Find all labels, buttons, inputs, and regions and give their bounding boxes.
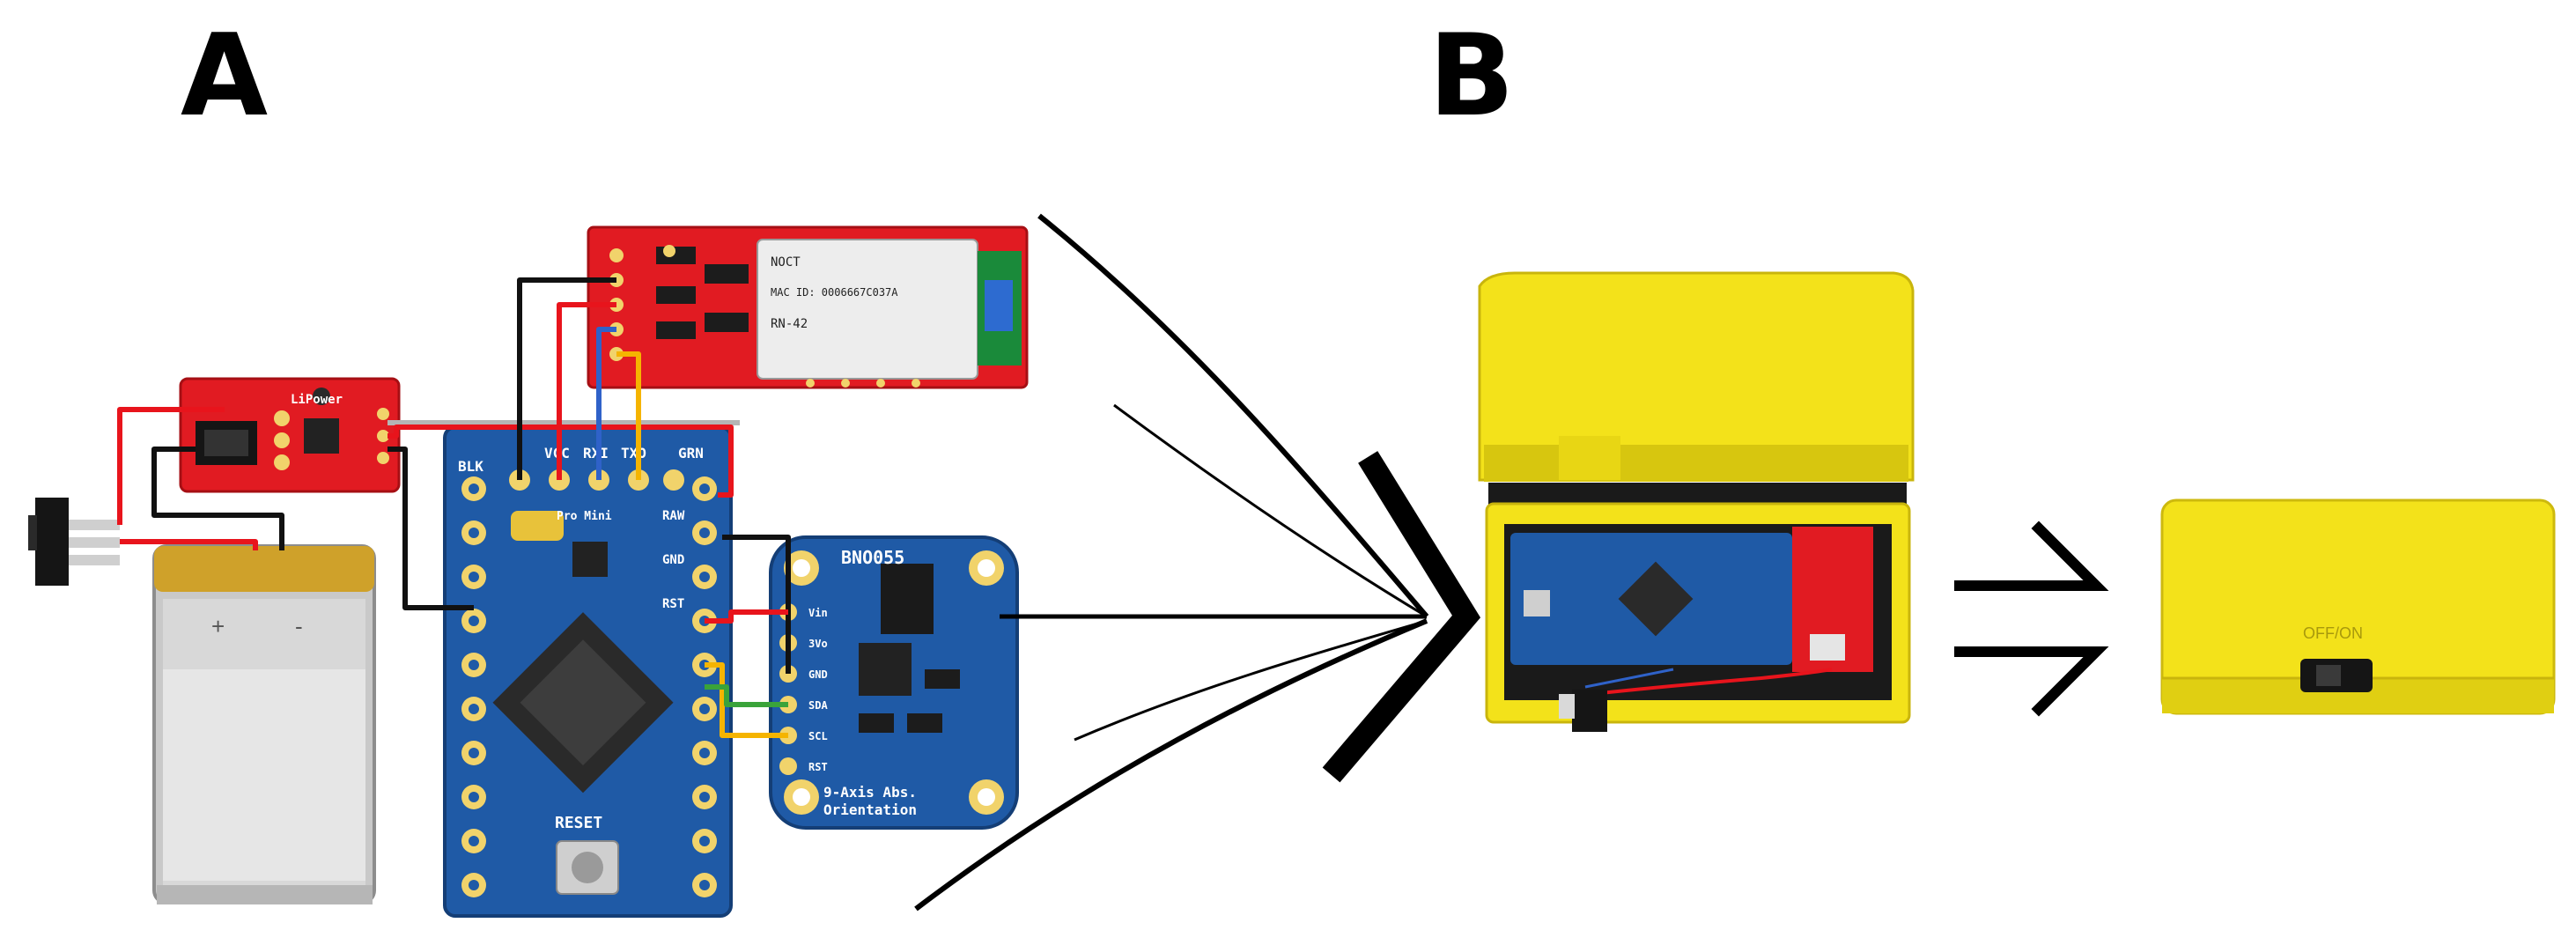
- wire-bno-sda: [705, 684, 788, 707]
- pro-mini-right-pins: [692, 476, 717, 897]
- pin-raw-label: RAW: [662, 509, 685, 523]
- open-enclosure: [1478, 271, 1915, 732]
- bluetooth-board: NOCT MAC ID: 0006667C037A RN-42: [587, 225, 1029, 389]
- wire-bno-scl: [705, 662, 788, 738]
- bno-pin-gnd: GND: [808, 668, 828, 681]
- pro-mini-label: Pro Mini: [557, 510, 612, 523]
- bno-pin-scl: SCL: [808, 730, 828, 742]
- wire-battery-to-lipower-gnd: [151, 447, 284, 550]
- bno-pin-rst: RST: [808, 761, 828, 773]
- panel-a-label: A: [181, 11, 268, 142]
- wire-lipower-to-raw: [388, 425, 734, 498]
- battery-plus-label: +: [211, 613, 225, 639]
- bno055-title: BNO055: [841, 547, 904, 568]
- bt-module-text-3: RN-42: [771, 317, 808, 331]
- wire-battery-to-switch: [120, 539, 258, 550]
- converge-line-4: [1074, 619, 1428, 742]
- converge-line-2: [1113, 403, 1428, 618]
- switch-off-on-label: OFF/ON: [2303, 624, 2363, 642]
- pin-rxi-label: RXI: [583, 445, 609, 461]
- pin-grn-label: GRN: [678, 445, 704, 461]
- lipower-board-text: LiPower: [291, 393, 343, 407]
- lipo-battery: + -: [152, 544, 376, 904]
- converging-lines: [914, 213, 1429, 912]
- slide-switch: [28, 498, 120, 586]
- wire-bt-vcc: [557, 302, 616, 480]
- bno-pin-sda: SDA: [808, 699, 828, 712]
- panel-b-label: B: [1428, 11, 1515, 142]
- wire-switch-to-lipower: [117, 407, 225, 525]
- wire-bt-gnd: [517, 277, 616, 480]
- bno055-board: Vin 3Vo GND SDA SCL RST BNO055 9-Axis Ab…: [769, 535, 1019, 830]
- wire-bno-gnd: [722, 535, 791, 674]
- wiring: [117, 277, 791, 738]
- wire-bt-rxi: [596, 327, 616, 480]
- pin-gnd-label: GND: [662, 553, 684, 567]
- pro-mini-board: BLK GRN VCC RXI TXO RAW GND RST Pro Mini…: [443, 425, 733, 918]
- pin-rst-label: RST: [662, 597, 684, 611]
- bno-pin-3vo: 3Vo: [808, 638, 828, 650]
- bt-module-text-1: NOCT: [771, 255, 801, 269]
- converge-line-5: [914, 618, 1428, 912]
- pin-blk-label: BLK: [458, 458, 483, 475]
- closed-enclosure: OFF/ON: [2160, 498, 2556, 715]
- pin-txo-label: TXO: [621, 445, 646, 461]
- wire-bt-txo: [616, 351, 641, 480]
- chevron-arrow-icon: [1322, 451, 1481, 783]
- pro-mini-left-pins: [461, 476, 486, 897]
- bno055-subtitle-1: 9-Axis Abs.: [823, 784, 917, 801]
- bt-module-text-2: MAC ID: 0006667C037A: [771, 286, 898, 299]
- harpoon-arrows-icon: [1954, 520, 2109, 717]
- wire-bno-vin: [705, 609, 788, 624]
- lipower-board: LiPower: [179, 377, 401, 493]
- bno055-subtitle-2: Orientation: [823, 801, 917, 818]
- reset-label: RESET: [555, 814, 602, 832]
- bno-pin-vin: Vin: [808, 607, 828, 619]
- wire-lipower-gnd-to-promini: [388, 447, 474, 610]
- battery-minus-label: -: [295, 613, 303, 639]
- converge-line-1: [1037, 213, 1429, 618]
